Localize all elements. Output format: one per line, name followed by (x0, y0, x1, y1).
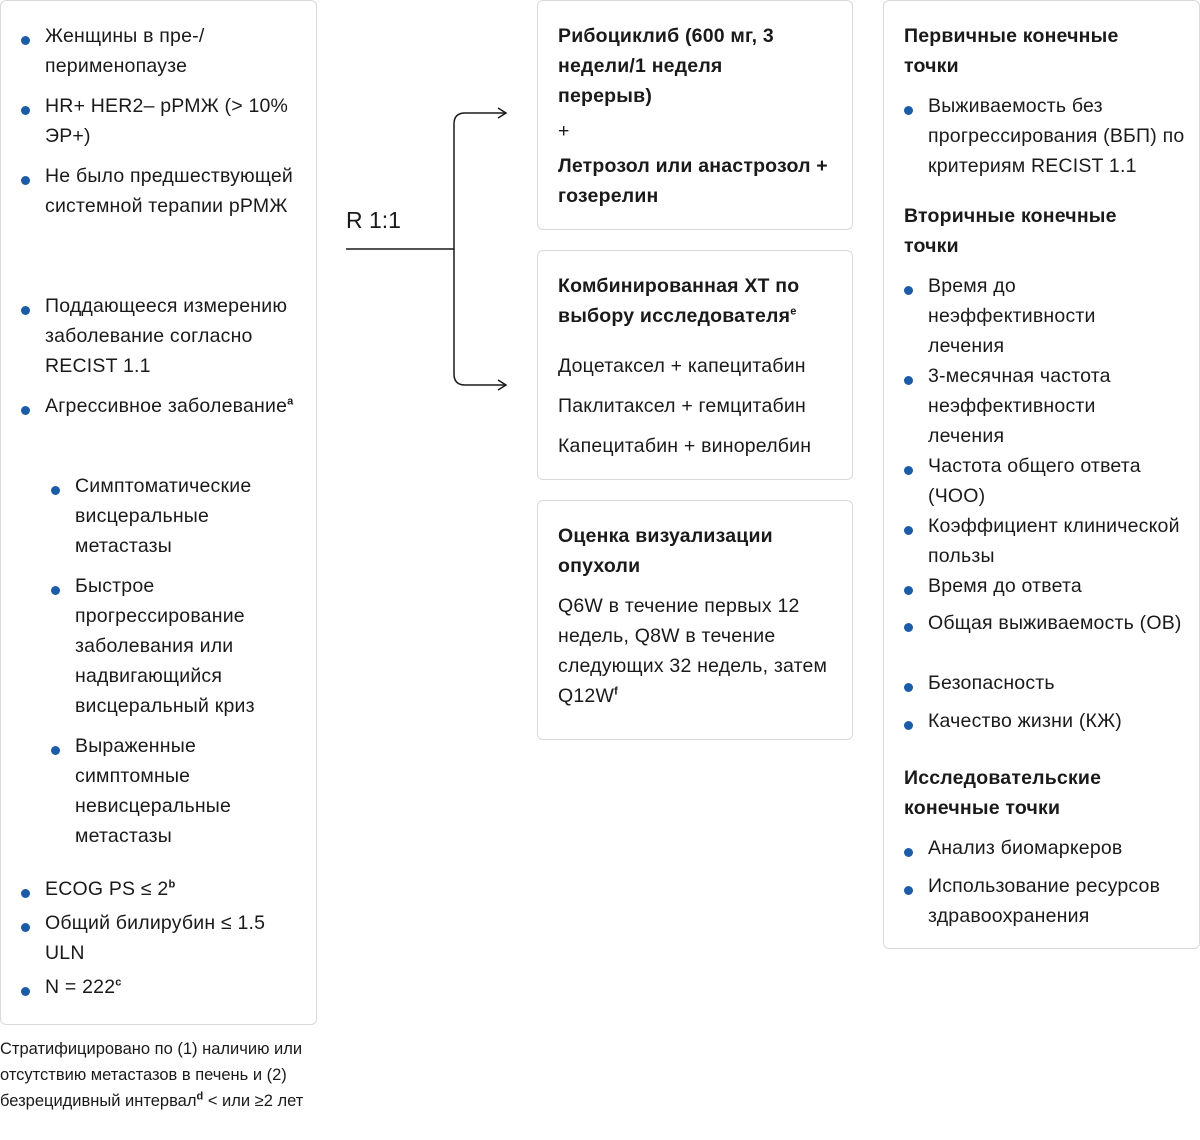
chemo-option: Капецитабин + винорелбин (558, 435, 812, 457)
criterion-item: ECOG PS ≤ 2b (1, 874, 306, 904)
criterion-text: N = 222 (45, 976, 116, 998)
imaging-schedule: Q6W в течение первых 12 недель, Q8W в те… (558, 595, 828, 707)
endpoint-item: Безопасность (884, 668, 1193, 698)
arrow-to-chemo (453, 249, 505, 386)
criterion-subitem: Выраженные симптомные невисцеральные мет… (1, 731, 306, 851)
endpoint-item: Частота общего ответа (ЧОО) (884, 451, 1193, 511)
endpoint-item: Анализ биомаркеров (884, 833, 1193, 863)
chemo-option: Паклитаксел + гемцитабин (558, 395, 806, 417)
criterion-item: HR+ HER2– рРМЖ (> 10% ЭР+) (1, 91, 306, 151)
imaging-title: Оценка визуализации опухоли (558, 525, 773, 577)
chemo-title: Комбинированная ХТ по выбору исследовате… (558, 275, 800, 327)
footnote-marker: f (614, 685, 618, 698)
criterion-text: Не было предшествующей системной терапии… (45, 165, 294, 217)
subcriterion-text: Быстрое прогрессирование заболевания или… (75, 575, 255, 717)
arrowhead-bottom (497, 379, 508, 391)
endpoint-item: Использование ресурсов здравоохранения (884, 871, 1193, 931)
chemo-option: Доцетаксел + капецитабин (558, 355, 806, 377)
arrow-to-ribociclib (453, 112, 505, 249)
criterion-item: Женщины в пре-/ перименопаузе (1, 21, 306, 81)
criterion-text: HR+ HER2– рРМЖ (> 10% ЭР+) (45, 95, 289, 147)
stratification-note: Стратифицировано по (1) наличию или отсу… (0, 1040, 304, 1110)
primary-endpoints-title: Первичные конечные точки (904, 25, 1119, 77)
ribociclib-combo: Летрозол или анастрозол + гозерелин (558, 155, 828, 207)
footnote-marker: c (115, 976, 122, 989)
criterion-item: Общий билирубин ≤ 1.5 ULN (1, 908, 306, 968)
criterion-text: Женщины в пре-/ перименопаузе (45, 25, 205, 77)
criterion-item: Агрессивное заболеваниеa (1, 391, 306, 421)
footnote-marker: a (287, 395, 294, 408)
criterion-text: Поддающееся измерению заболевание соглас… (45, 295, 288, 377)
subcriterion-text: Симптоматические висцеральные метастазы (75, 475, 252, 557)
criterion-item: Не было предшествующей системной терапии… (1, 161, 306, 221)
secondary-endpoints-title: Вторичные конечные точки (904, 205, 1117, 257)
endpoint-item: Выживаемость без прогрессирования (ВБП) … (884, 91, 1193, 181)
endpoint-item: 3-месячная частота неэффективности лечен… (884, 361, 1139, 451)
criterion-text: Агрессивное заболевание (45, 395, 288, 417)
plus-sign: + (558, 120, 570, 142)
endpoint-item: Время до неэффективности лечения (884, 271, 1129, 361)
eligibility-box: Женщины в пре-/ перименопаузе HR+ HER2– … (0, 0, 317, 1025)
criterion-item: Поддающееся измерению заболевание соглас… (1, 291, 306, 381)
ribociclib-title: Рибоциклиб (600 мг, 3 недели/1 неделя пе… (558, 25, 774, 107)
criterion-subitem: Быстрое прогрессирование заболевания или… (1, 571, 306, 721)
criterion-subitem: Симптоматические висцеральные метастазы (1, 471, 306, 561)
randomization-label: R 1:1 (346, 207, 401, 233)
endpoints-box: Первичные конечные точки Выживаемость бе… (883, 0, 1200, 949)
ribociclib-arm-box: Рибоциклиб (600 мг, 3 недели/1 неделя пе… (537, 0, 853, 230)
endpoint-item: Общая выживаемость (ОВ) (884, 608, 1193, 638)
endpoint-item: Коэффициент клинической пользы (884, 511, 1193, 571)
criterion-item: N = 222c (1, 972, 306, 1002)
chemo-arm-box: Комбинированная ХТ по выбору исследовате… (537, 250, 853, 480)
footnote-marker: d (196, 1090, 204, 1103)
criterion-text: ECOG PS ≤ 2 (45, 878, 169, 900)
arrowhead-top (497, 107, 508, 119)
criterion-text: Общий билирубин ≤ 1.5 ULN (45, 912, 266, 964)
endpoint-item: Качество жизни (КЖ) (884, 706, 1193, 736)
footnote-marker: b (168, 878, 176, 891)
endpoint-item: Время до ответа (884, 571, 1193, 601)
imaging-box: Оценка визуализации опухоли Q6W в течени… (537, 500, 853, 740)
exploratory-endpoints-title: Исследовательские конечные точки (904, 767, 1102, 819)
subcriterion-text: Выраженные симптомные невисцеральные мет… (75, 735, 232, 847)
footnote-marker: e (790, 305, 797, 318)
